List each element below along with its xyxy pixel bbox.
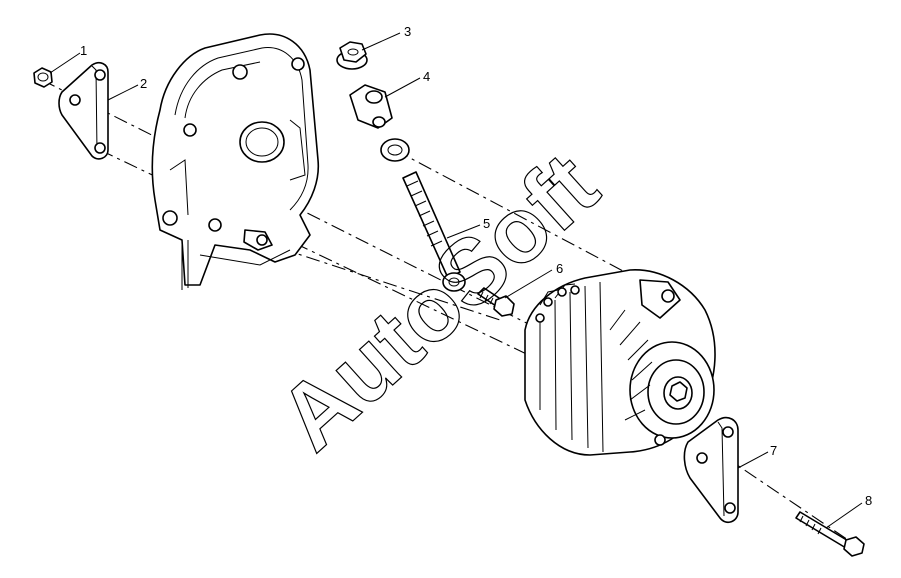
callout-8: 8 xyxy=(865,493,872,508)
callout-1: 1 xyxy=(80,43,87,58)
part-7-bracket xyxy=(683,416,739,524)
part-6-bolt xyxy=(477,287,515,317)
callout-7: 7 xyxy=(770,443,777,458)
alternator xyxy=(524,269,716,456)
part-5-adjusting-rod xyxy=(402,171,466,292)
callout-2: 2 xyxy=(140,76,147,91)
leader-lines xyxy=(49,32,863,529)
engine-timing-cover xyxy=(151,33,320,290)
part-3-flange-nut xyxy=(336,41,368,70)
callout-labels: 1 2 3 4 5 6 7 8 xyxy=(80,24,872,508)
part-8-long-bolt xyxy=(795,511,865,557)
callout-3: 3 xyxy=(404,24,411,39)
part-2-bracket xyxy=(58,62,109,160)
part-1-nut xyxy=(33,67,53,88)
callout-4: 4 xyxy=(423,69,430,84)
washer xyxy=(380,138,410,162)
part-4-clamp xyxy=(349,84,393,129)
callout-5: 5 xyxy=(483,216,490,231)
callout-6: 6 xyxy=(556,261,563,276)
